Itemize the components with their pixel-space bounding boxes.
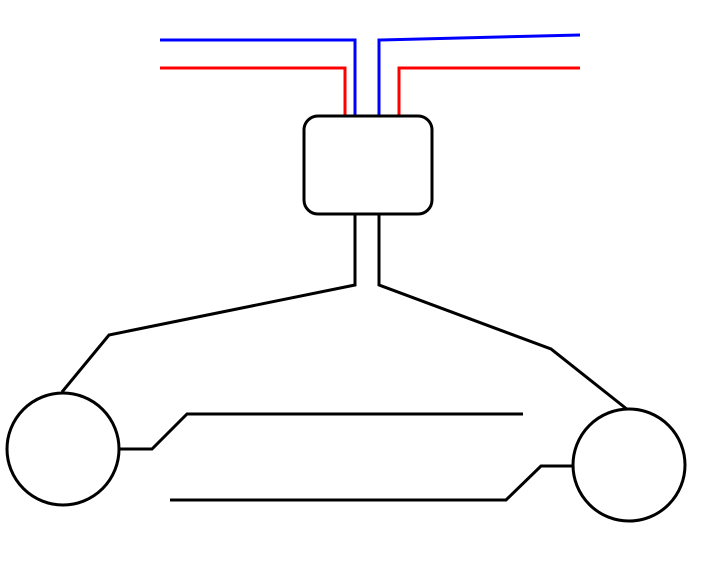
blue-line-left <box>160 38 357 116</box>
upper-connector-line <box>118 412 523 451</box>
lower-connector-line <box>170 464 574 502</box>
red-line-right <box>397 66 580 116</box>
red-line-left <box>160 66 347 116</box>
right-stem-line <box>377 214 629 412</box>
right-node-circle <box>571 407 687 523</box>
central-box <box>302 114 434 216</box>
left-stem-line <box>60 214 357 393</box>
blue-line-right <box>377 33 581 116</box>
left-node-circle <box>5 391 121 507</box>
